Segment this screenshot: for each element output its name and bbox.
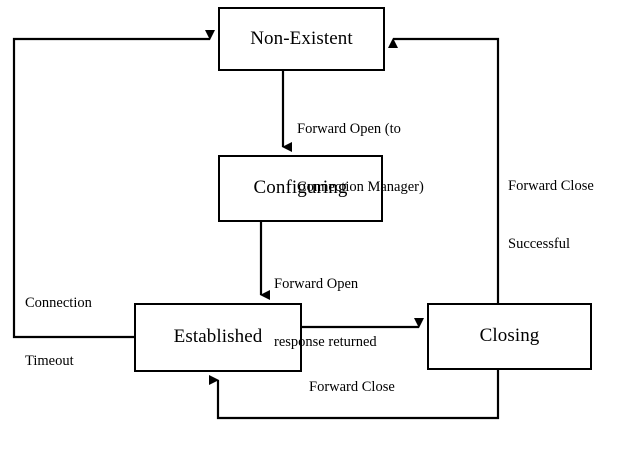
edge-label-forward-open-response-returned: Forward Open response returned	[274, 237, 377, 390]
state-box-non-existent[interactable]: Non-Existent	[218, 7, 385, 71]
edge-label-connection-timeout-line1: Connection	[25, 295, 92, 312]
edge-label-forward-open-line2: Connection Manager)	[297, 178, 424, 195]
edge-label-forward-close-line1: Forward Close	[309, 379, 395, 396]
edge-label-forward-close-successful-line1: Forward Close	[508, 178, 594, 195]
state-box-closing[interactable]: Closing	[427, 303, 592, 370]
edge-label-forward-close-successful-line2: Successful	[508, 235, 571, 252]
edge-label-forward-open-response-returned-line2: response returned	[274, 333, 377, 350]
edge-label-forward-open: Forward Open (to Connection Manager)	[297, 82, 424, 235]
edge-forward-close-rejected	[209, 370, 500, 420]
state-label-closing: Closing	[479, 325, 540, 347]
edge-forward-close-successful	[388, 37, 500, 303]
edge-label-connection-timeout: Connection Timeout	[25, 256, 92, 409]
edge-label-forward-open-response-returned-line1: Forward Open	[274, 276, 359, 293]
state-box-configuring[interactable]: Configuring	[218, 155, 383, 222]
edge-label-forward-close: Forward Close	[309, 340, 395, 436]
state-label-configuring: Configuring	[253, 177, 348, 199]
edge-label-connection-timeout-line2: Timeout	[25, 352, 74, 369]
state-box-established[interactable]: Established	[134, 303, 302, 372]
edge-label-forward-close-rejected: Forward Close Rejected	[266, 426, 406, 455]
edge-label-forward-open-line1: Forward Open (to	[297, 121, 401, 138]
edge-label-forward-close-successful: Forward Close Successful	[508, 139, 594, 292]
state-label-established: Established	[173, 326, 263, 348]
state-label-non-existent: Non-Existent	[250, 27, 353, 49]
edge-connection-timeout	[12, 30, 215, 339]
